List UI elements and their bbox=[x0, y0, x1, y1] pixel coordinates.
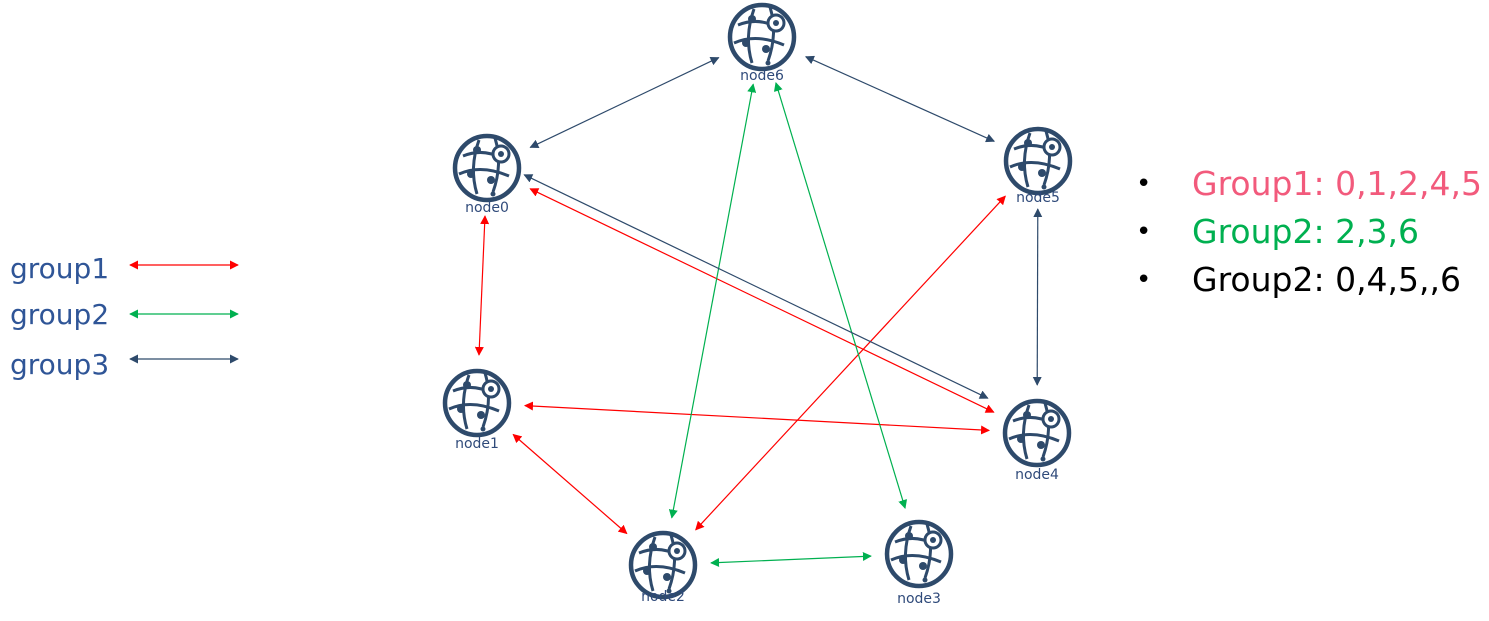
globe-network-icon bbox=[628, 530, 698, 600]
edges bbox=[474, 55, 1043, 568]
legend-label-group2: group2 bbox=[10, 298, 110, 331]
bullet-icon: • bbox=[1136, 265, 1152, 295]
globe-network-icon bbox=[727, 2, 797, 72]
group-list-item-2: • Group2: 2,3,6 bbox=[1136, 210, 1482, 258]
edge-node0-node1-group1 bbox=[474, 215, 490, 356]
globe-network-icon bbox=[884, 519, 954, 589]
bullet-icon: • bbox=[1136, 217, 1152, 247]
edge-node0-node4-group3 bbox=[523, 174, 989, 399]
nodes: node0 node1 node2 node3 node4 node5 node6 bbox=[442, 2, 1073, 607]
globe-network-icon bbox=[442, 368, 512, 438]
legend-arrows bbox=[129, 260, 239, 364]
edge-node0-node4-group1 bbox=[529, 188, 995, 413]
globe-network-icon bbox=[1003, 126, 1073, 196]
node-node6: node6 bbox=[727, 2, 797, 84]
edge-node5-node4-group3 bbox=[1032, 208, 1043, 386]
edge-node1-node4-group1 bbox=[524, 401, 990, 435]
bullet-icon: • bbox=[1136, 169, 1152, 199]
edge-node2-node3-group2 bbox=[710, 551, 872, 568]
group-list-item-3: • Group2: 0,4,5,,6 bbox=[1136, 258, 1482, 306]
node-node5: node5 bbox=[1003, 126, 1073, 206]
node-label: node6 bbox=[740, 68, 784, 84]
node-node2: node2 bbox=[628, 530, 698, 605]
group-list-text: Group1: 0,1,2,4,5 bbox=[1192, 164, 1483, 203]
node-node0: node0 bbox=[452, 133, 522, 216]
group-membership-list: • Group1: 0,1,2,4,5 • Group2: 2,3,6 • Gr… bbox=[1136, 162, 1482, 306]
edge-node6-node5-group3 bbox=[804, 55, 996, 143]
node-label: node2 bbox=[641, 589, 685, 605]
node-node4: node4 bbox=[1002, 398, 1072, 483]
group-list-text: Group2: 2,3,6 bbox=[1192, 212, 1420, 251]
edge-node2-node6-group2 bbox=[668, 83, 757, 519]
node-label: node3 bbox=[897, 591, 941, 607]
edge-node6-node3-group2 bbox=[773, 82, 908, 509]
node-label: node1 bbox=[455, 436, 499, 452]
edge-node2-node5-group1 bbox=[695, 195, 1006, 531]
node-node1: node1 bbox=[442, 368, 512, 452]
node-node3: node3 bbox=[884, 519, 954, 607]
edge-node6-node0-group3 bbox=[529, 57, 720, 148]
globe-network-icon bbox=[452, 133, 522, 203]
globe-network-icon bbox=[1002, 398, 1072, 468]
legend-label-group1: group1 bbox=[10, 252, 110, 285]
group-list-text: Group2: 0,4,5,,6 bbox=[1192, 260, 1462, 299]
group-list-item-1: • Group1: 0,1,2,4,5 bbox=[1136, 162, 1482, 210]
node-label: node4 bbox=[1015, 467, 1059, 483]
legend-label-group3: group3 bbox=[10, 348, 110, 381]
node-label: node0 bbox=[465, 200, 509, 216]
edge-node1-node2-group1 bbox=[512, 433, 628, 535]
node-label: node5 bbox=[1016, 190, 1060, 206]
